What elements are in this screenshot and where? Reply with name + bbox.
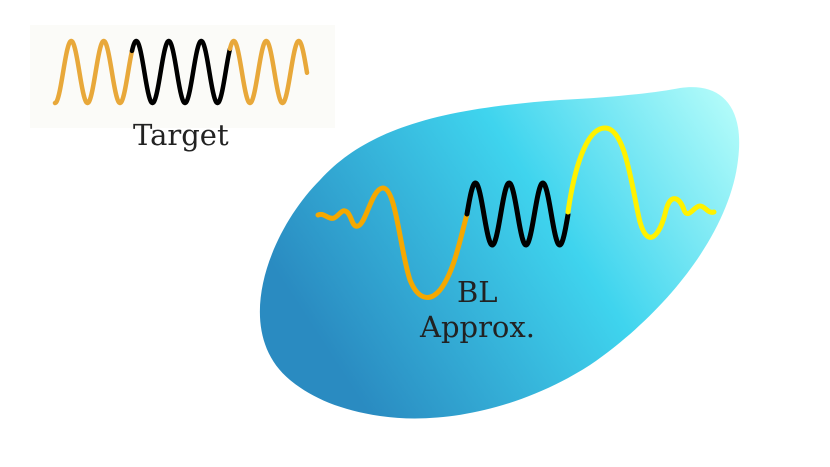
target-signal-left-segment — [52, 38, 135, 106]
bl-approx-signal — [315, 125, 717, 300]
approx-signal-middle-segment — [464, 180, 571, 248]
function-space-blob — [259, 87, 740, 419]
approx-signal-left-segment — [315, 185, 470, 300]
target-signal-middle-segment — [129, 38, 233, 106]
target-signal-right-segment — [227, 38, 310, 106]
target-signal — [52, 38, 310, 106]
approx-signal-right-segment — [565, 125, 717, 240]
approx-label: Approx. — [420, 310, 535, 344]
target-label: Target — [133, 118, 229, 152]
bl-label: BL — [457, 275, 498, 309]
